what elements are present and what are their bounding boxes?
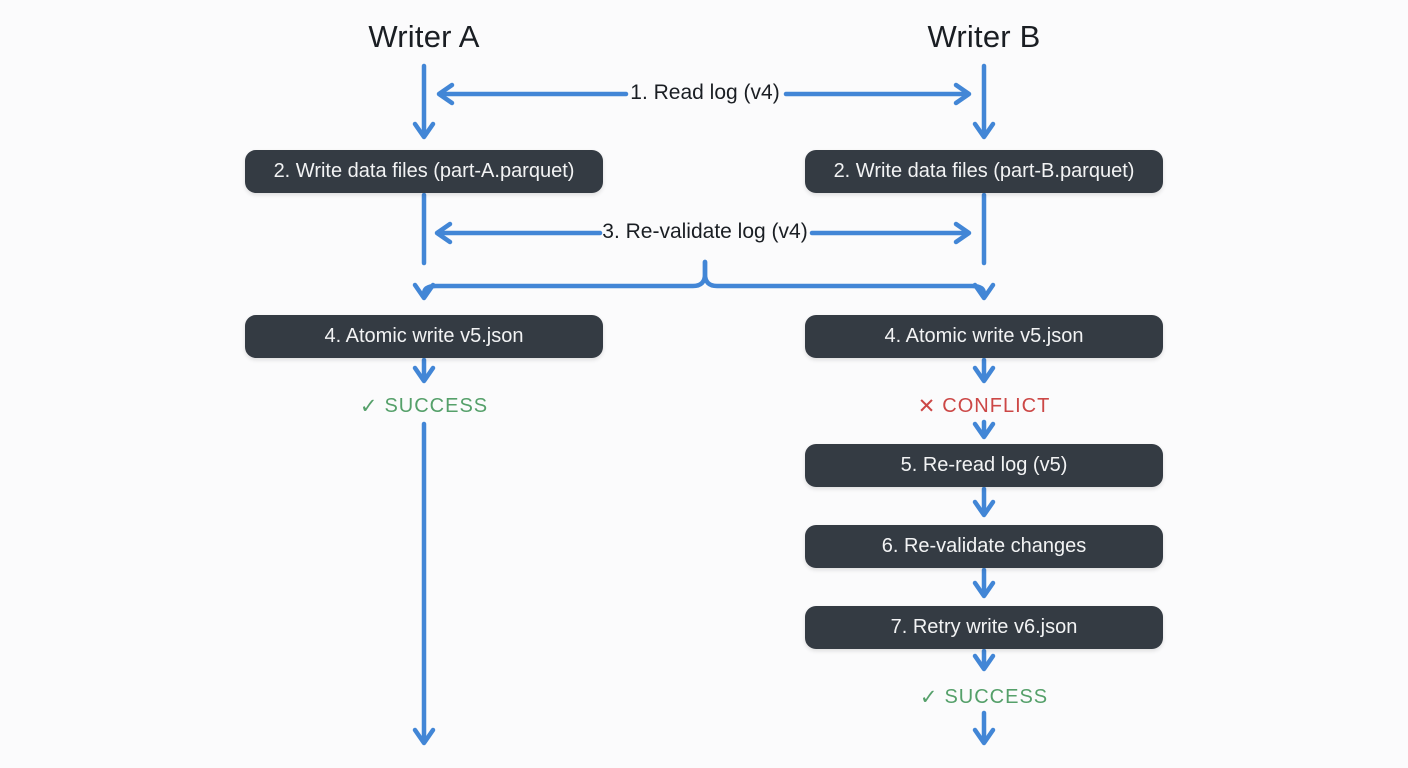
check-icon: ✓: [919, 686, 938, 709]
node-atomic-write-a: 4. Atomic write v5.json: [245, 315, 603, 358]
cross-icon: ✕: [917, 395, 936, 418]
writer-a-heading: Writer A: [368, 19, 480, 54]
node-retry-write: 7. Retry write v6.json: [805, 606, 1163, 649]
success-a-status: ✓ SUCCESS: [360, 394, 488, 419]
step3-arrow-label: 3. Re-validate log (v4): [602, 220, 808, 243]
node-reread-log: 5. Re-read log (v5): [805, 444, 1163, 487]
branch-to-atomic-a: [412, 259, 708, 301]
step1-arrow-label: 1. Read log (v4): [630, 81, 780, 104]
check-icon: ✓: [359, 395, 378, 418]
branch-to-atomic-b: [702, 259, 996, 301]
success-a-label: SUCCESS: [384, 395, 489, 417]
success-b-status: ✓ SUCCESS: [920, 685, 1048, 710]
success-b-label: SUCCESS: [944, 686, 1049, 708]
conflict-b-status: ✕ CONFLICT: [918, 394, 1051, 419]
conflict-b-label: CONFLICT: [942, 395, 1051, 417]
writer-b-heading: Writer B: [927, 19, 1041, 54]
node-write-data-b: 2. Write data files (part-B.parquet): [805, 150, 1163, 193]
node-revalidate-changes: 6. Re-validate changes: [805, 525, 1163, 568]
node-write-data-a: 2. Write data files (part-A.parquet): [245, 150, 603, 193]
node-atomic-write-b: 4. Atomic write v5.json: [805, 315, 1163, 358]
